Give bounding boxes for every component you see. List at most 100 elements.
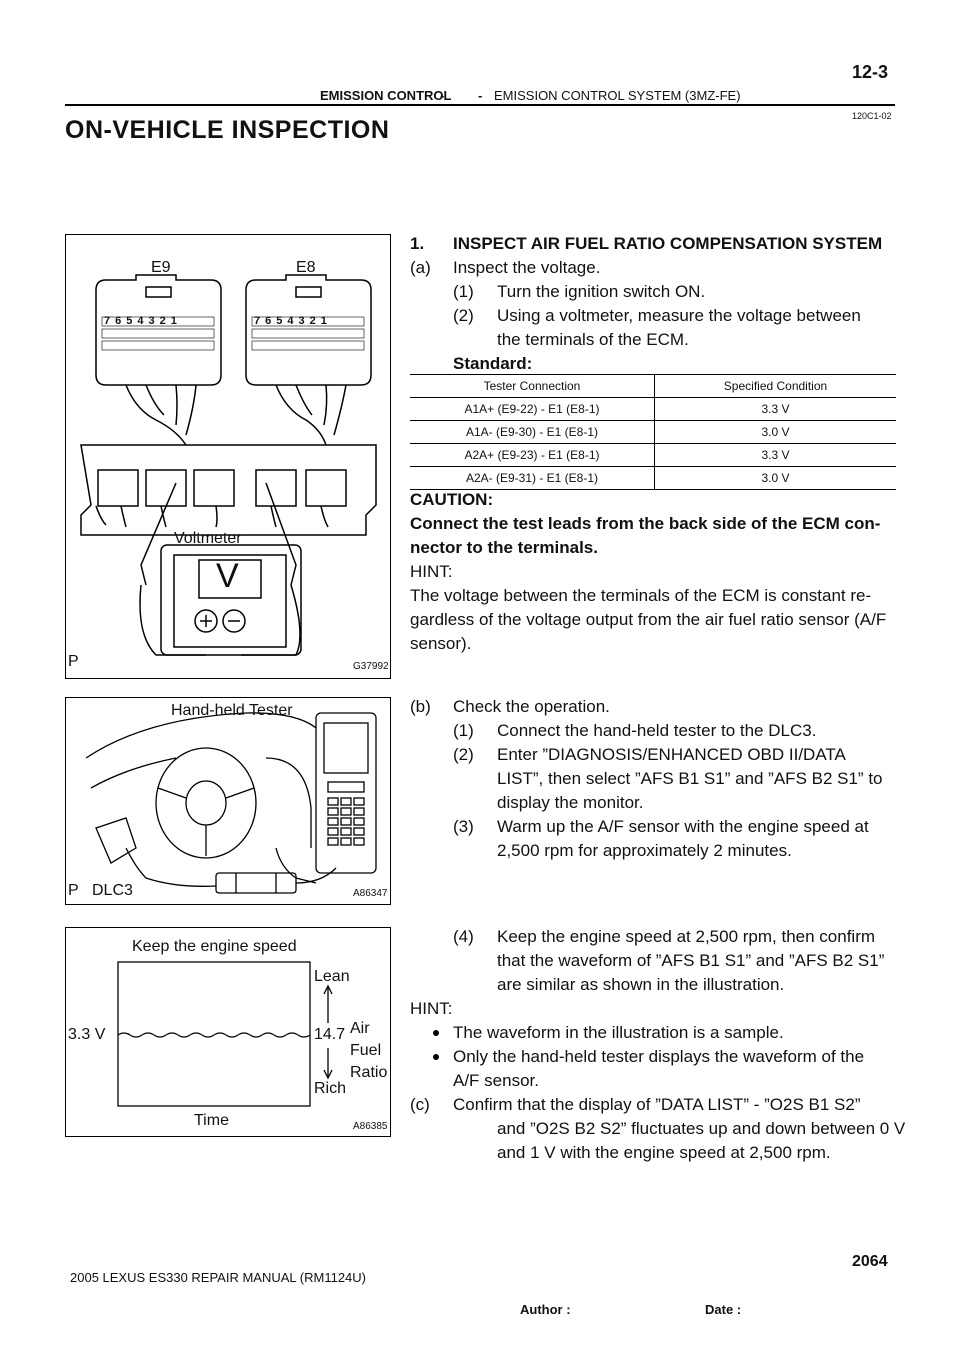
- substep-text: Confirm that the display of ”DATA LIST” …: [453, 1095, 861, 1114]
- substep-text: Check the operation.: [453, 697, 610, 716]
- hint-bullet-text: The waveform in the illustration is a sa…: [453, 1023, 784, 1042]
- substep-text-cont: and 1 V with the engine speed at 2,500 r…: [497, 1143, 831, 1162]
- e8-pin: 4: [287, 315, 299, 327]
- header-rule: [65, 104, 895, 106]
- tester-label: Hand-held Tester: [171, 702, 293, 719]
- fuel-label: Fuel: [350, 1042, 382, 1059]
- item-text: Keep the engine speed at 2,500 rpm, then…: [497, 927, 876, 946]
- table-cell: A1A+ (E9-22) - E1 (E8-1): [410, 397, 655, 421]
- e8-pin: 5: [276, 315, 288, 327]
- table-row: A2A- (E9-31) - E1 (E8-1) 3.0 V: [410, 466, 896, 490]
- table-row: A2A+ (E9-23) - E1 (E8-1) 3.3 V: [410, 443, 896, 467]
- figure-p-mark: P: [68, 882, 79, 899]
- hint-text: The voltage between the terminals of the…: [410, 586, 872, 605]
- e8-pin: 7: [254, 315, 266, 327]
- figure-code: A86347: [353, 888, 388, 899]
- e9-pin: 1: [170, 315, 182, 327]
- figure-code: G37992: [353, 661, 389, 672]
- e8-pin: 1: [320, 315, 332, 327]
- manual-title: 2005 LEXUS ES330 REPAIR MANUAL (RM1124U): [70, 1270, 366, 1285]
- date-label: Date :: [705, 1302, 742, 1317]
- table-row: A1A+ (E9-22) - E1 (E8-1) 3.3 V: [410, 397, 896, 421]
- item-text: Enter ”DIAGNOSIS/ENHANCED OBD II/DATA: [497, 745, 846, 764]
- table-cell: A2A- (E9-31) - E1 (E8-1): [410, 466, 655, 490]
- column-header: Tester Connection: [410, 374, 655, 398]
- page-total: 2064: [852, 1253, 888, 1270]
- voltmeter-v-label: V: [216, 557, 239, 595]
- voltage-label: 3.3 V: [68, 1026, 106, 1043]
- item-text-cont: are similar as shown in the illustration…: [497, 975, 785, 994]
- ratio-label: Ratio: [350, 1064, 388, 1081]
- table-cell: 3.3 V: [654, 397, 896, 421]
- item-text-cont: display the monitor.: [497, 793, 644, 812]
- dashboard-illustration: [85, 712, 377, 894]
- table-cell: A1A- (E9-30) - E1 (E8-1): [410, 420, 655, 444]
- e9-pin: 4: [137, 315, 149, 327]
- e9-pin: 7: [104, 315, 116, 327]
- table-header-row: Tester Connection Specified Condition: [410, 374, 896, 398]
- step-number: 1.: [410, 234, 425, 253]
- e9-label: E9: [151, 259, 171, 276]
- step-heading: INSPECT AIR FUEL RATIO COMPENSATION SYST…: [453, 234, 883, 253]
- e9-pin: 5: [126, 315, 138, 327]
- item-label: (2): [453, 745, 474, 764]
- stoichiometric-label: 14.7: [314, 1026, 346, 1043]
- figure-code: A86385: [353, 1121, 388, 1132]
- header-section: EMISSION CONTROL: [320, 88, 452, 103]
- keep-speed-label: Keep the engine speed: [132, 938, 297, 955]
- lean-label: Lean: [314, 968, 350, 985]
- header-dash-2: -: [478, 88, 483, 103]
- hint-bullet-text: Only the hand-held tester displays the w…: [453, 1047, 865, 1066]
- substep-label: (c): [410, 1095, 430, 1114]
- ecm-connector-illustration: [80, 274, 377, 656]
- item-label: (4): [453, 927, 474, 946]
- substep-label: (a): [410, 258, 431, 277]
- substep-label: (b): [410, 697, 431, 716]
- waveform-illustration: [117, 961, 333, 1107]
- e8-pin: 2: [309, 315, 321, 327]
- air-label: Air: [350, 1020, 370, 1037]
- e9-pin: 6: [115, 315, 127, 327]
- e9-pin: 2: [159, 315, 171, 327]
- hint-text: sensor).: [410, 634, 472, 653]
- e8-pin: 6: [265, 315, 277, 327]
- item-text: Warm up the A/F sensor with the engine s…: [497, 817, 869, 836]
- item-label: (1): [453, 282, 474, 301]
- doc-code: 120C1-02: [852, 111, 892, 121]
- item-text: Using a voltmeter, measure the voltage b…: [497, 306, 861, 325]
- caution-text: Connect the test leads from the back sid…: [410, 514, 881, 533]
- table-row: A1A- (E9-30) - E1 (E8-1) 3.0 V: [410, 420, 896, 444]
- waveform-figure: Keep the engine speed Lean 3.3 V 14.7 Ai…: [65, 927, 391, 1137]
- table-cell: A2A+ (E9-23) - E1 (E8-1): [410, 443, 655, 467]
- bullet-icon: [433, 1054, 439, 1060]
- table-cell: 3.0 V: [654, 466, 896, 490]
- ecm-connector-figure: E9 E8 7654321 7654321 Voltmeter V P G379…: [65, 234, 391, 679]
- item-text: Turn the ignition switch ON.: [497, 282, 706, 301]
- page-title: ON-VEHICLE INSPECTION: [65, 116, 390, 144]
- hand-held-tester-figure: Hand-held Tester DLC3 P A86347: [65, 697, 391, 905]
- bullet-icon: [433, 1030, 439, 1036]
- e9-pin: 3: [148, 315, 160, 327]
- e9-pin-row: 7654321: [104, 315, 182, 327]
- page-number: 12-3: [852, 62, 889, 82]
- item-text-cont: that the waveform of ”AFS B1 S1” and ”AF…: [497, 951, 885, 970]
- item-text-cont: the terminals of the ECM.: [497, 330, 689, 349]
- spec-table: Tester Connection Specified Condition A1…: [410, 374, 896, 490]
- time-label: Time: [194, 1112, 229, 1129]
- author-label: Author :: [520, 1302, 571, 1317]
- item-text-cont: LIST”, then select ”AFS B1 S1” and ”AFS …: [497, 769, 883, 788]
- hint-label: HINT:: [410, 999, 453, 1018]
- rich-label: Rich: [314, 1080, 347, 1097]
- hint-bullet-text-cont: A/F sensor.: [453, 1071, 539, 1090]
- e8-label: E8: [296, 259, 316, 276]
- e8-pin: 3: [298, 315, 310, 327]
- item-label: (1): [453, 721, 474, 740]
- caution-label: CAUTION:: [410, 490, 494, 509]
- table-cell: 3.0 V: [654, 420, 896, 444]
- item-text-cont: 2,500 rpm for approximately 2 minutes.: [497, 841, 792, 860]
- voltmeter-label: Voltmeter: [174, 530, 242, 547]
- item-label: (3): [453, 817, 474, 836]
- header-subsection: EMISSION CONTROL SYSTEM (3MZ-FE): [494, 88, 741, 103]
- substep-text-cont: and ”O2S B2 S2” fluctuates up and down b…: [497, 1119, 906, 1138]
- hint-text: gardless of the voltage output from the …: [410, 610, 887, 629]
